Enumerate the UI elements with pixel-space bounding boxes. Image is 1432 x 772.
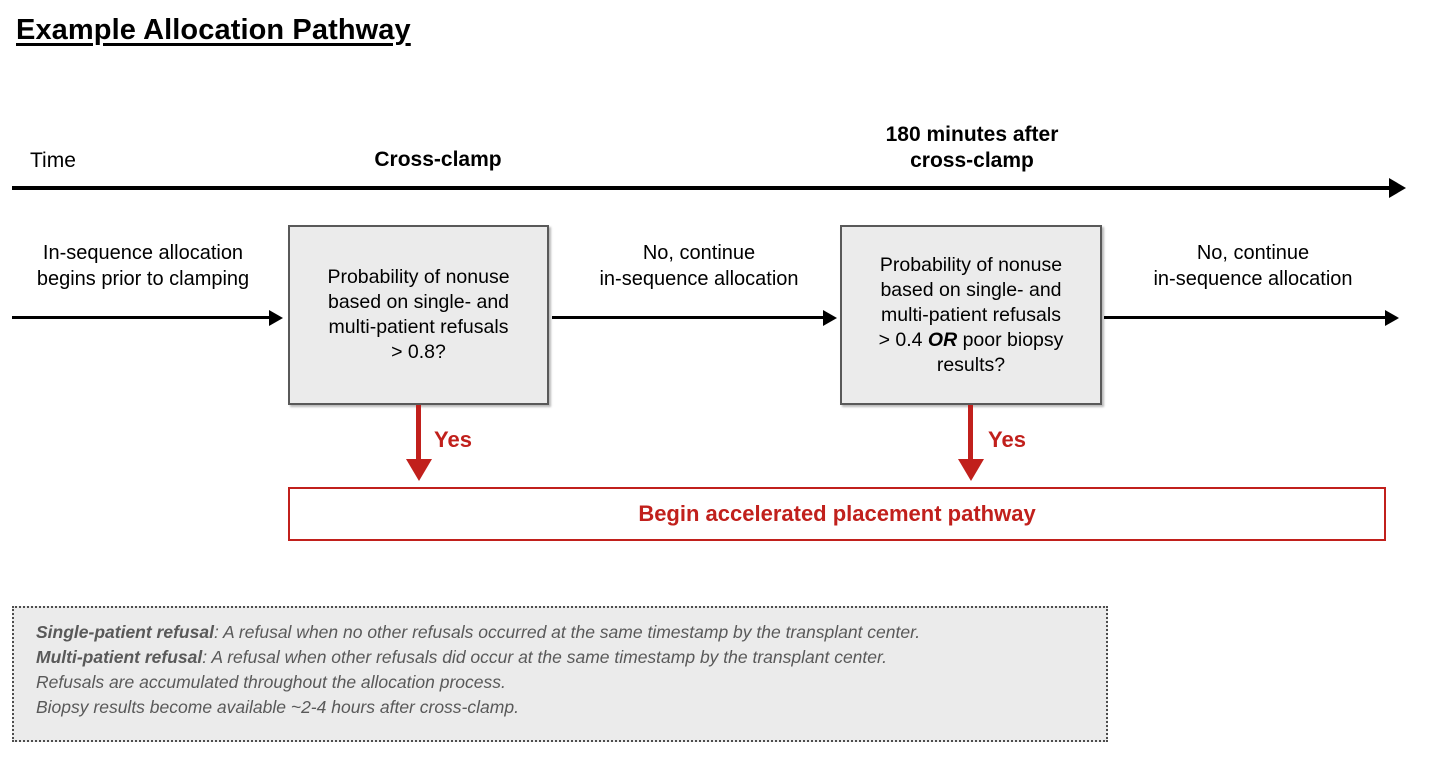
yes-arrow-2-line [968,405,973,461]
timeline-milestone-cross-clamp: Cross-clamp [374,148,502,171]
flow-arrow-exit-line [1104,316,1386,319]
timeline-milestone-180-minutes: 180 minutes after cross-clamp [885,123,1059,172]
footnote-line: Multi-patient refusal: A refusal when ot… [36,645,1086,670]
footnote-line: Biopsy results become available ~2-4 hou… [36,695,1086,720]
footnote-term: Single-patient refusal [36,622,214,642]
yes-label-2: Yes [988,427,1026,452]
yes-arrow-1-line [416,405,421,461]
flow-arrow-between-line [552,316,824,319]
timeline-axis-label: Time [30,149,76,172]
timeline-axis-line [12,186,1398,190]
footnote-line: Refusals are accumulated throughout the … [36,670,1086,695]
flow-arrow-between-arrowhead-icon [823,310,837,326]
flow-no-continue-label-2: No, continue in-sequence allocation [1153,242,1353,290]
footnote-term: Multi-patient refusal [36,647,203,667]
footnote-text: Refusals are accumulated throughout the … [36,672,506,692]
decision-box-2-text: Probability of nonuse based on single- a… [879,253,1064,378]
timeline-axis-arrowhead-icon [1389,178,1406,198]
decision-box-2-text-part-2: poor biopsy results? [936,328,1064,376]
accelerated-placement-banner-label: Begin accelerated placement pathway [638,501,1036,526]
flow-entry-label: In-sequence allocation begins prior to c… [36,242,250,290]
yes-label-1: Yes [434,427,472,452]
flow-no-continue-label-1: No, continue in-sequence allocation [599,242,799,290]
decision-box-1[interactable]: Probability of nonuse based on single- a… [288,225,549,405]
flow-arrow-entry-arrowhead-icon [269,310,283,326]
footnote-text: : A refusal when no other refusals occur… [213,622,921,642]
footnote-text: Biopsy results become available ~2-4 hou… [36,697,519,717]
yes-arrow-1-arrowhead-icon [406,459,432,481]
yes-arrow-2-arrowhead-icon [958,459,984,481]
footnote-text: : A refusal when other refusals did occu… [202,647,888,667]
flow-arrow-exit-arrowhead-icon [1385,310,1399,326]
decision-box-1-text-part-1: Probability of nonuse based on single- a… [327,266,510,363]
footnote-line: Single-patient refusal: A refusal when n… [36,620,1086,645]
decision-box-2-emphasis-or: OR [927,328,958,351]
decision-box-1-text: Probability of nonuse based on single- a… [327,265,509,365]
accelerated-placement-banner[interactable]: Begin accelerated placement pathway [288,487,1386,541]
flow-arrow-entry-line [12,316,270,319]
decision-box-2-text-part-1: Probability of nonuse based on single- a… [878,253,1063,351]
page-title: Example Allocation Pathway [16,14,411,46]
footnote-box: Single-patient refusal: A refusal when n… [12,606,1108,742]
decision-box-2[interactable]: Probability of nonuse based on single- a… [840,225,1102,405]
